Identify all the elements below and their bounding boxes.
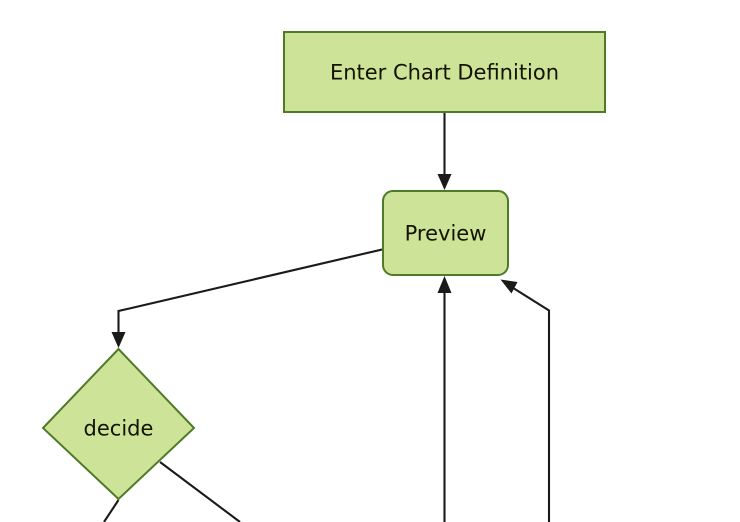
edge-decide-to-bottom-right [159, 461, 241, 522]
node-decide-shape[interactable] [41, 347, 196, 501]
arrow-head-icon [437, 174, 452, 190]
edge-preview-to-decide-line [117, 248, 383, 340]
edge-decide-to-bottom-left [103, 499, 120, 522]
node-enter-chart-definition-shape[interactable] [283, 31, 606, 113]
arrow-head-icon [500, 279, 518, 294]
node-decide-label: decide [84, 417, 154, 441]
node-preview-shape[interactable] [382, 190, 509, 276]
node-enter-chart-definition[interactable]: Enter Chart Definition [283, 31, 606, 113]
edge-enter-to-preview [437, 113, 452, 190]
edge-loop-right-line [509, 285, 551, 522]
edge-decide-bottom-left-line [103, 499, 120, 522]
arrow-head-icon [111, 332, 126, 348]
node-preview[interactable]: Preview [382, 190, 509, 276]
edge-decide-bottom-right-line [159, 461, 241, 522]
edge-loop-right-to-preview [500, 279, 551, 522]
edge-preview-to-decide [111, 248, 383, 348]
edge-loop-center-to-preview [437, 276, 452, 522]
node-enter-chart-definition-label: Enter Chart Definition [330, 61, 559, 85]
arrow-head-icon [437, 276, 452, 293]
node-preview-label: Preview [405, 222, 487, 246]
node-decide[interactable]: decide [41, 347, 196, 501]
